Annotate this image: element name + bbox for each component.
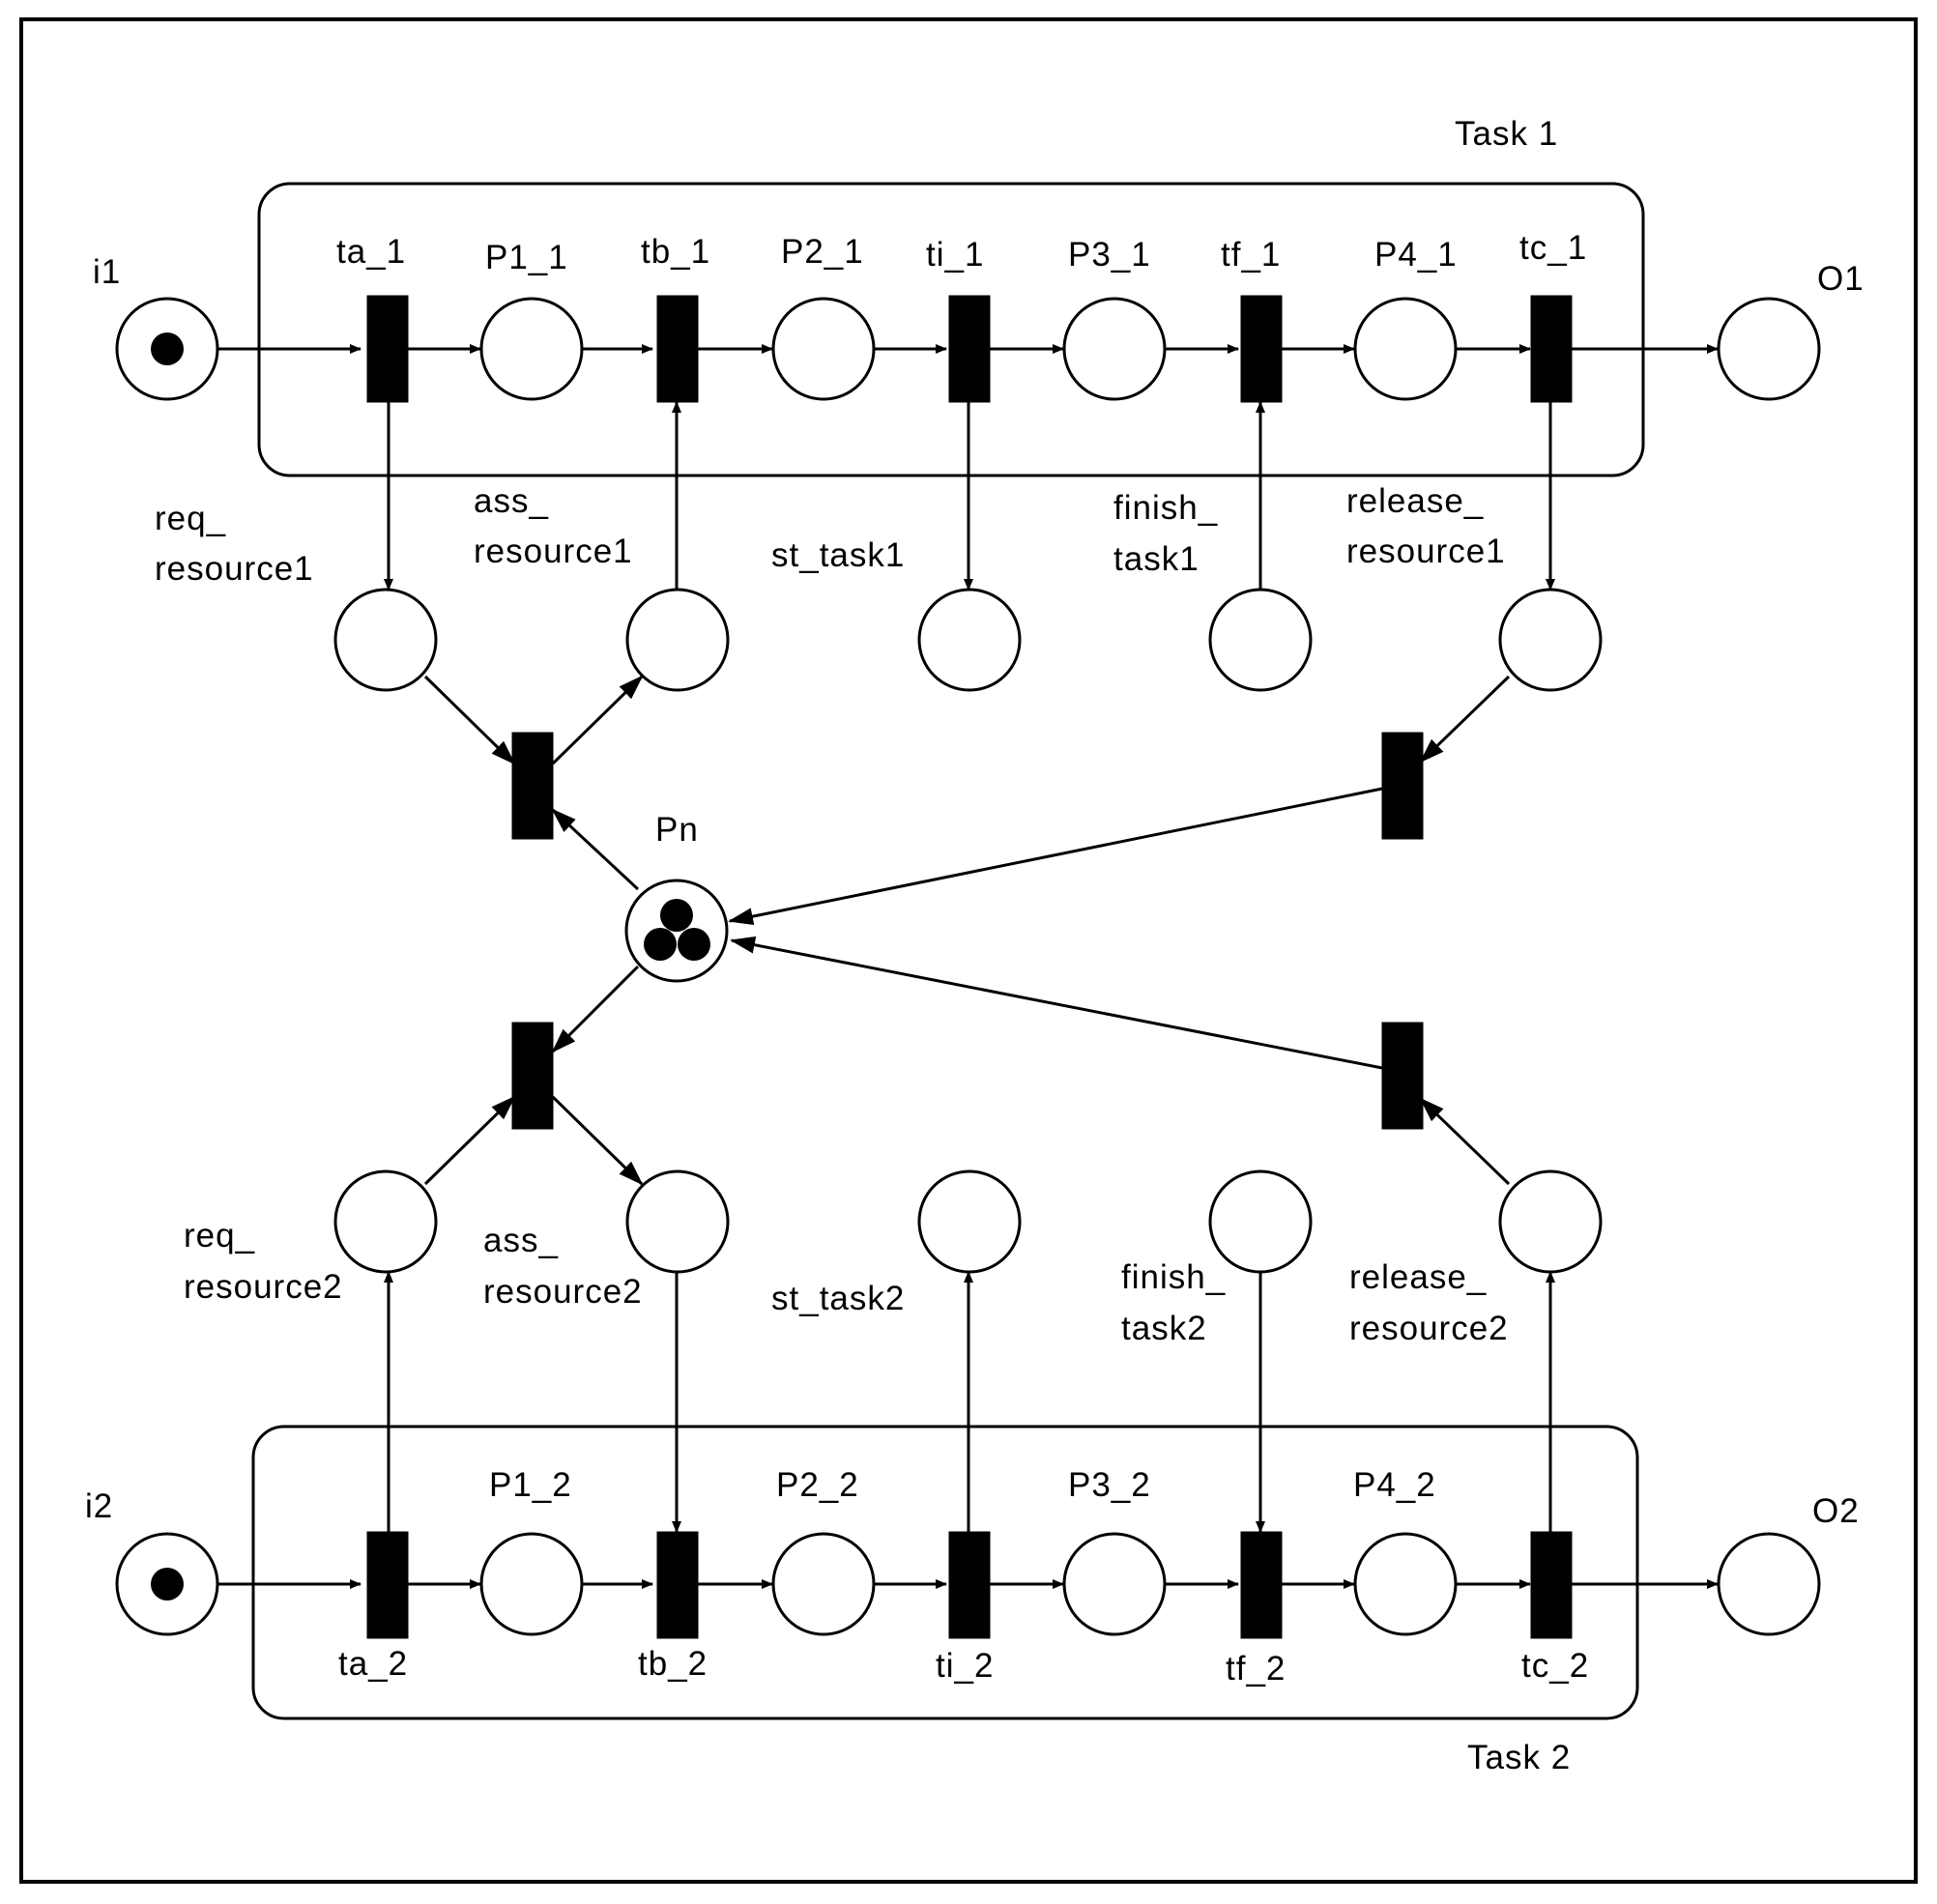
place-finish-task2	[1208, 1169, 1313, 1274]
place-ass-resource2	[625, 1169, 730, 1274]
label-p2-2: P2_2	[776, 1466, 859, 1504]
place-p4-1	[1353, 297, 1458, 401]
label-tf-1: tf_1	[1221, 236, 1281, 274]
label-req-resource2-l2: resource2	[184, 1268, 343, 1306]
label-req-resource1-l2: resource1	[155, 550, 314, 588]
label-i2: i2	[85, 1487, 113, 1525]
place-req-resource1	[333, 588, 438, 692]
label-finish-task2-l1: finish_	[1121, 1258, 1226, 1296]
label-ti-2: ti_2	[936, 1647, 994, 1685]
label-i1: i1	[93, 253, 121, 291]
place-o2	[1717, 1532, 1821, 1636]
transition-ta-1	[366, 295, 409, 403]
place-ass-resource1	[625, 588, 730, 692]
label-finish-task2-l2: task2	[1121, 1310, 1207, 1347]
label-finish-task1-l1: finish_	[1113, 489, 1218, 527]
label-req-resource1-l1: req_	[155, 500, 226, 537]
place-p1-2	[479, 1532, 584, 1636]
transition-resource2-release	[1381, 1022, 1424, 1130]
task1-label: Task 1	[1455, 115, 1558, 153]
transition-ta-2	[366, 1531, 409, 1639]
label-p3-1: P3_1	[1068, 236, 1151, 274]
place-p2-1	[771, 297, 876, 401]
outer-frame	[19, 17, 1918, 1884]
label-ass-resource1-l1: ass_	[474, 482, 549, 520]
place-p2-2	[771, 1532, 876, 1636]
place-p1-1	[479, 297, 584, 401]
label-tc-2: tc_2	[1521, 1647, 1589, 1685]
places	[115, 297, 1821, 1636]
label-release-resource2-l2: resource2	[1349, 1310, 1509, 1347]
label-tc-1: tc_1	[1519, 229, 1587, 267]
transition-resource1-assign	[511, 732, 554, 840]
label-p4-1: P4_1	[1374, 236, 1458, 274]
token-pn-2	[644, 928, 677, 961]
label-ass-resource2-l1: ass_	[483, 1222, 559, 1259]
label-tf-2: tf_2	[1226, 1650, 1286, 1688]
label-ti-1: ti_1	[926, 236, 984, 274]
place-st-task1	[917, 588, 1022, 692]
transition-resource2-assign	[511, 1022, 554, 1130]
label-st-task2: st_task2	[771, 1280, 905, 1317]
resource-arcs	[423, 675, 1511, 1186]
place-o1	[1717, 297, 1821, 401]
transition-tc-2	[1530, 1531, 1573, 1639]
token-pn-1	[660, 899, 693, 932]
label-o2: O2	[1812, 1492, 1860, 1530]
interface-arcs	[384, 401, 1555, 1533]
place-p4-2	[1353, 1532, 1458, 1636]
label-release-resource1-l2: resource1	[1346, 533, 1506, 570]
label-o1: O1	[1817, 260, 1865, 298]
transition-tf-2	[1240, 1531, 1283, 1639]
label-ta-1: ta_1	[336, 233, 406, 271]
place-release-resource1	[1498, 588, 1603, 692]
transition-resource1-release	[1381, 732, 1424, 840]
transition-tc-1	[1530, 295, 1573, 403]
token-pn-3	[678, 928, 710, 961]
tokens	[151, 332, 710, 1601]
task1-box	[257, 182, 1645, 477]
label-p1-2: P1_2	[489, 1466, 572, 1504]
token-i1	[151, 332, 184, 365]
label-req-resource2-l1: req_	[184, 1217, 255, 1255]
place-finish-task1	[1208, 588, 1313, 692]
place-p3-2	[1062, 1532, 1167, 1636]
label-release-resource2-l1: release_	[1349, 1258, 1487, 1296]
label-tb-2: tb_2	[638, 1645, 708, 1683]
label-tb-1: tb_1	[641, 233, 710, 271]
place-p3-1	[1062, 297, 1167, 401]
label-st-task1: st_task1	[771, 536, 905, 574]
transition-tb-2	[656, 1531, 699, 1639]
transition-tb-1	[656, 295, 699, 403]
label-ass-resource2-l2: resource2	[483, 1273, 643, 1311]
task2-box	[251, 1425, 1639, 1720]
label-p2-1: P2_1	[781, 233, 864, 271]
transitions	[366, 295, 1573, 1639]
place-st-task2	[917, 1169, 1022, 1274]
transition-ti-1	[948, 295, 991, 403]
label-p4-2: P4_2	[1353, 1466, 1436, 1504]
label-p1-1: P1_1	[485, 239, 568, 276]
task2-label: Task 2	[1467, 1739, 1571, 1776]
label-p3-2: P3_2	[1068, 1466, 1151, 1504]
label-pn: Pn	[655, 811, 699, 849]
place-req-resource2	[333, 1169, 438, 1274]
label-ass-resource1-l2: resource1	[474, 533, 633, 570]
label-release-resource1-l1: release_	[1346, 482, 1484, 520]
place-release-resource2	[1498, 1169, 1603, 1274]
token-i2	[151, 1568, 184, 1601]
label-ta-2: ta_2	[338, 1645, 408, 1683]
labels: Task 1 Task 2 i1 O1 i2 O2 ta_1 P1_1 tb_1…	[85, 115, 1865, 1776]
label-finish-task1-l2: task1	[1113, 540, 1200, 578]
transition-tf-1	[1240, 295, 1283, 403]
transition-ti-2	[948, 1531, 991, 1639]
